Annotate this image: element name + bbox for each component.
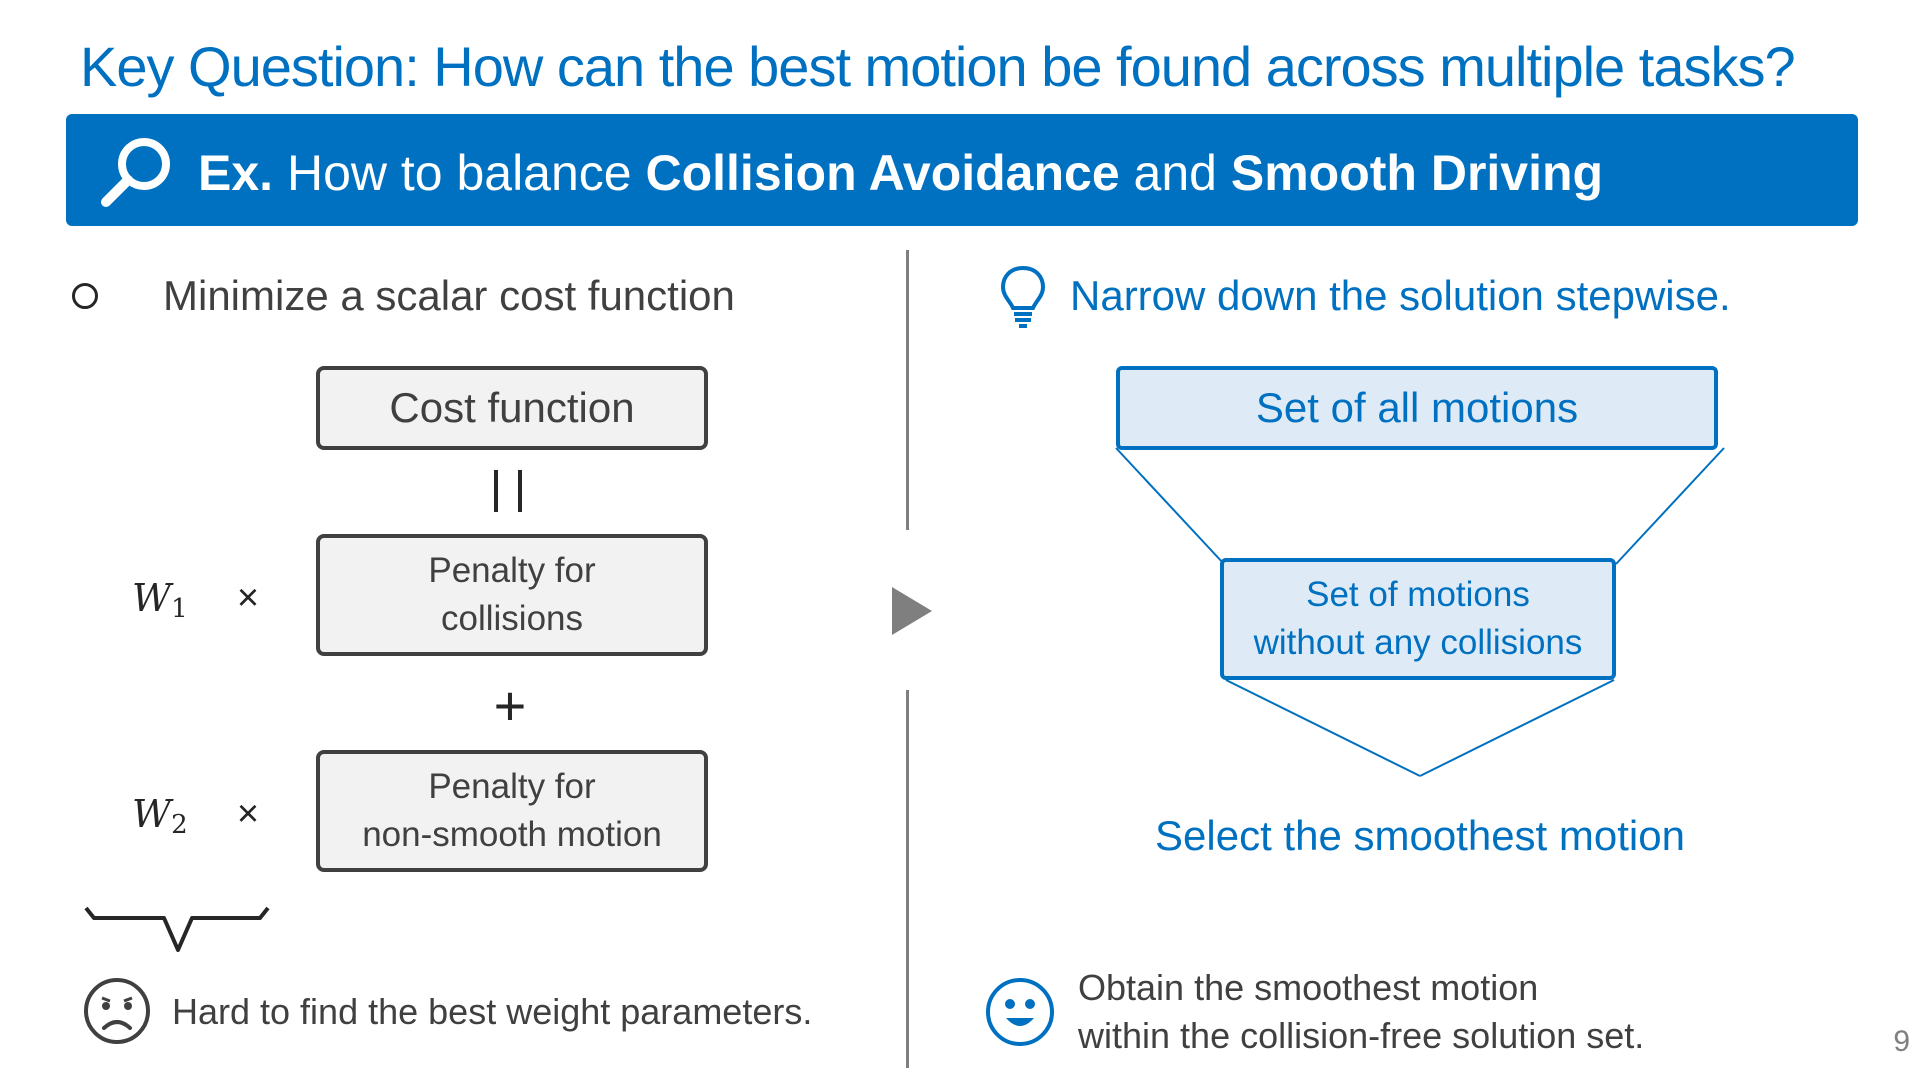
penalty-line: non-smooth motion	[362, 815, 662, 854]
weight-w2: W2	[132, 792, 188, 840]
left-footer-text: Hard to find the best weight parameters.	[172, 991, 813, 1032]
weights-brace-icon	[84, 906, 270, 952]
box-line: Set of motions	[1306, 575, 1530, 614]
banner-smooth-driving: Smooth Driving	[1230, 145, 1604, 201]
plus-sign: +	[493, 674, 527, 737]
funnel-lines	[1115, 447, 1725, 777]
sad-face-icon	[84, 978, 150, 1044]
penalty-collisions-box: Penalty for collisions	[316, 534, 708, 656]
banner-text: Ex. How to balance Collision Avoidance a…	[198, 138, 1818, 208]
select-smoothest-label: Select the smoothest motion	[1155, 812, 1685, 859]
cost-function-box: Cost function	[316, 366, 708, 450]
search-icon	[101, 138, 170, 207]
center-divider-bottom	[906, 690, 909, 1068]
left-heading: Minimize a scalar cost function	[163, 272, 735, 319]
bullet-circle-icon	[72, 283, 98, 309]
penalty-non-smooth-box: Penalty for non-smooth motion	[316, 750, 708, 872]
page-number: 9	[1893, 1025, 1910, 1058]
collision-free-motions-box: Set of motions without any collisions	[1220, 558, 1616, 680]
penalty-line: Penalty for	[428, 551, 596, 590]
lightbulb-icon	[1000, 265, 1046, 328]
banner-collision-avoidance: Collision Avoidance	[645, 145, 1120, 201]
times-sign: ×	[236, 577, 260, 619]
weight-w1: W1	[132, 576, 188, 624]
footer-line: within the collision-free solution set.	[1078, 1015, 1645, 1056]
all-motions-box: Set of all motions	[1116, 366, 1718, 450]
banner-text-part: and	[1119, 145, 1231, 201]
right-heading: Narrow down the solution stepwise.	[1070, 272, 1731, 319]
example-banner	[66, 114, 1858, 226]
play-arrow-icon	[892, 587, 932, 635]
times-sign: ×	[236, 793, 260, 835]
box-line: without any collisions	[1253, 623, 1583, 662]
banner-text-part: How to balance	[273, 145, 646, 201]
penalty-line: Penalty for	[428, 767, 596, 806]
smiley-face-icon	[986, 978, 1054, 1046]
penalty-line: collisions	[441, 599, 583, 638]
footer-line: Obtain the smoothest motion	[1078, 967, 1539, 1008]
right-footer-text: Obtain the smoothest motion within the c…	[1078, 964, 1698, 1060]
slide-title: Key Question: How can the best motion be…	[80, 35, 1796, 98]
equals-sign-icon	[494, 470, 522, 512]
banner-ex-label: Ex.	[198, 145, 274, 201]
center-divider-top	[906, 250, 909, 530]
